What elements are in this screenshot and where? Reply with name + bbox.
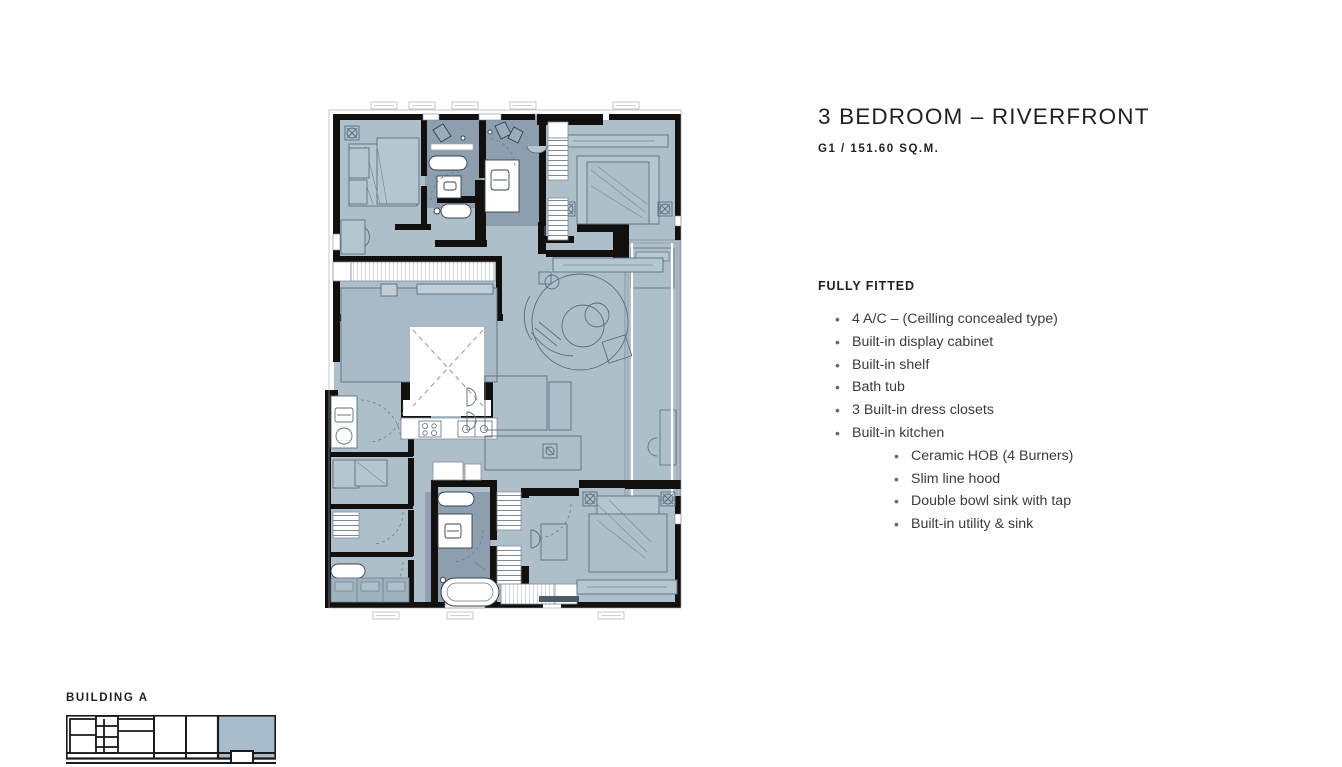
bathroom-upper-middle	[428, 123, 474, 201]
feature-list-root: • 4 A/C – (Ceilling concealed type) • Bu…	[830, 308, 1230, 536]
entry-console	[526, 145, 548, 154]
bullet-icon: •	[835, 356, 840, 373]
feature-label: 3 Built-in dress closets	[852, 402, 994, 419]
bullet-icon: •	[894, 447, 899, 464]
building-key-map: BUILDING A	[66, 692, 276, 767]
page-title: 3 BEDROOM – RIVERFRONT	[818, 104, 1150, 129]
closet-run-bottom	[496, 491, 579, 605]
bedroom-top-right	[552, 134, 673, 273]
bullet-icon: •	[835, 379, 840, 396]
feature-label: Built-in shelf	[852, 356, 930, 373]
bathroom-upper-right-core	[433, 121, 524, 219]
floor-plan-svg	[325, 100, 705, 635]
balcony-right	[624, 239, 681, 501]
kitchen-hob-run	[400, 417, 498, 440]
list-item: • Ceramic HOB (4 Burners)	[889, 445, 1230, 468]
master-bath-vanity-cabinet	[432, 461, 482, 481]
left-wing-utility	[330, 395, 404, 449]
list-item: • Built-in display cabinet	[830, 331, 1230, 354]
fully-fitted-heading: FULLY FITTED	[818, 279, 915, 293]
fully-fitted-feature-list: • 4 A/C – (Ceilling concealed type) • Bu…	[830, 308, 1230, 536]
feature-label: Built-in kitchen	[852, 424, 945, 441]
bullet-icon: •	[894, 493, 899, 510]
list-item: • Double bowl sink with tap	[889, 490, 1230, 513]
list-item: • Built-in utility & sink	[889, 513, 1230, 536]
central-shaft	[403, 327, 491, 416]
bullet-icon: •	[835, 402, 840, 419]
list-item: • Slim line hood	[889, 468, 1230, 491]
wardrobe-bottom-left-bedroom	[332, 261, 496, 282]
floor-plan-drawing	[325, 100, 705, 635]
feature-sub-label: Slim line hood	[911, 470, 1001, 487]
master-bathroom	[437, 491, 500, 607]
list-item: • Built-in kitchen • Ceramic HOB (4 Burn…	[830, 422, 1230, 536]
wardrobe-bedroom-2	[547, 121, 569, 241]
list-item: • 3 Built-in dress closets	[830, 399, 1230, 422]
list-item: • Bath tub	[830, 376, 1230, 399]
feature-label: Bath tub	[852, 379, 905, 396]
bullet-icon: •	[835, 311, 840, 327]
list-item: • 4 A/C – (Ceilling concealed type)	[830, 308, 1230, 331]
bullet-icon: •	[894, 516, 899, 533]
plan-outline	[328, 109, 682, 609]
feature-label: Built-in display cabinet	[852, 333, 994, 350]
feature-sub-label: Double bowl sink with tap	[911, 493, 1072, 510]
bedroom-bottom-right	[530, 491, 678, 595]
keymap-diagram	[66, 715, 276, 764]
feature-sub-label: Ceramic HOB (4 Burners)	[911, 447, 1074, 464]
list-item: • Built-in shelf	[830, 354, 1230, 377]
plan-info-panel: 3 BEDROOM – RIVERFRONT G1 / 151.60 SQ.M.	[818, 104, 1238, 155]
kitchen-sub-list: • Ceramic HOB (4 Burners) • Slim line ho…	[852, 445, 1230, 536]
keymap-label: BUILDING A	[66, 692, 149, 704]
bullet-icon: •	[835, 424, 840, 441]
bedroom-top-left	[340, 125, 420, 255]
left-wing-storage-run	[330, 577, 410, 603]
plan-subtitle: G1 / 151.60 SQ.M.	[818, 143, 940, 155]
feature-sub-label: Built-in utility & sink	[911, 516, 1034, 533]
left-wing-maid-room	[332, 459, 404, 545]
feature-label: 4 A/C – (Ceilling concealed type)	[852, 311, 1058, 327]
bullet-icon: •	[835, 333, 840, 350]
bullet-icon: •	[894, 470, 899, 487]
living-room-furniture	[466, 271, 633, 471]
